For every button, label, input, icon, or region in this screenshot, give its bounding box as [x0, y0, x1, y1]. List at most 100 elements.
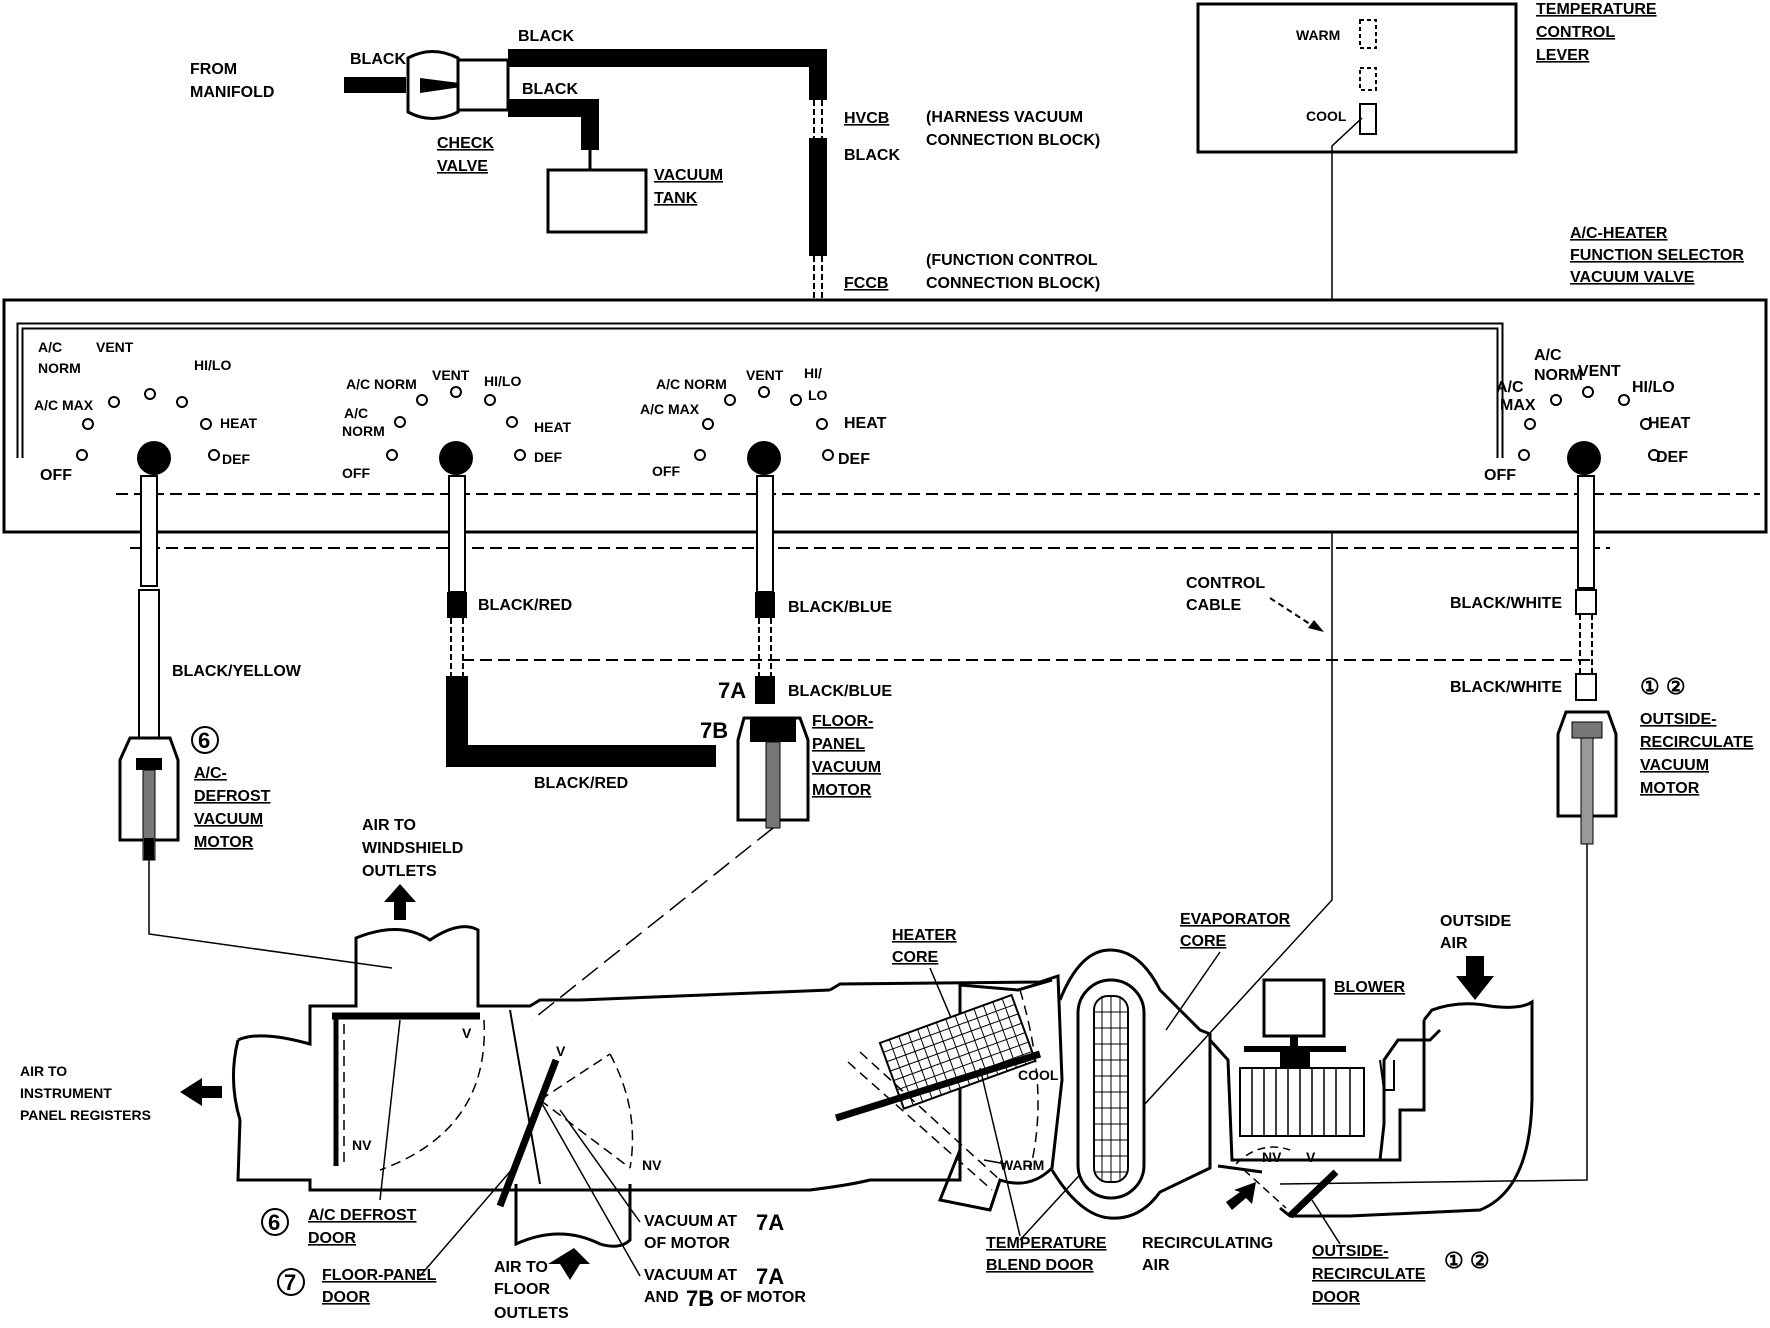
heater-core-label-1: HEATER	[892, 927, 957, 944]
outside-motor-nums: ① ②	[1640, 674, 1686, 699]
dial-4-def: DEF	[1656, 449, 1688, 466]
hvac-case: HEATER CORE COOL WARM TEMPERATURE BLEND …	[829, 911, 1534, 1306]
temp-control-title-1: TEMPERATURE	[1536, 1, 1657, 18]
check-valve-arrow	[420, 78, 475, 93]
outside-recirc-motor: ① ② OUTSIDE- RECIRCULATE VACUUM MOTOR	[1556, 674, 1754, 845]
windshield-label-1: AIR TO	[362, 817, 416, 834]
hvcb-label: HVCB	[844, 110, 889, 127]
black-red-hose	[446, 676, 716, 767]
recirc-air-arrow	[1226, 1182, 1256, 1210]
black-white-label-1: BLACK/WHITE	[1450, 595, 1562, 612]
black-red-label-2: BLACK/RED	[534, 775, 628, 792]
recirc-air-label-2: AIR	[1142, 1257, 1170, 1274]
dial-2-acnorm: A/C NORM	[346, 376, 417, 392]
black-top-hose	[508, 49, 827, 100]
dial-1-ac: A/C	[38, 339, 62, 355]
evaporator-label-1: EVAPORATOR	[1180, 911, 1291, 928]
outside-air-label-1: OUTSIDE	[1440, 913, 1511, 930]
outside-motor-label-4: MOTOR	[1640, 780, 1700, 797]
defrost-door-v: V	[462, 1025, 472, 1041]
dial-4-off: OFF	[1484, 467, 1516, 484]
dial-2-off: OFF	[342, 465, 370, 481]
from-manifold-label-2: MANIFOLD	[190, 84, 274, 101]
dial-1: A/C NORM VENT HI/LO A/C MAX HEAT DEF OFF	[34, 339, 258, 484]
black-hose-label: BLACK	[844, 147, 900, 164]
hvcb-desc-1: (HARNESS VACUUM	[926, 109, 1083, 126]
floor-motor-label-3: VACUUM	[812, 759, 881, 776]
windshield-label-3: OUTLETS	[362, 863, 437, 880]
dial-3-acnorm: A/C NORM	[656, 376, 727, 392]
floor-door-label-2: DOOR	[322, 1289, 370, 1306]
dial-2: A/C NORM VENT HI/LO A/C NORM HEAT DEF OF…	[342, 367, 572, 481]
blend-cool-label: COOL	[1018, 1067, 1059, 1083]
black-top-label: BLACK	[518, 28, 574, 45]
check-valve-label-2: VALVE	[437, 158, 488, 175]
outside-motor-label-1: OUTSIDE-	[1640, 711, 1716, 728]
dial-3: A/C NORM VENT HI/ LO A/C MAX HEAT DEF OF…	[640, 365, 887, 479]
floor-label-2: FLOOR	[494, 1281, 550, 1298]
defrost-motor-label-3: VACUUM	[194, 811, 263, 828]
black-yellow-label: BLACK/YELLOW	[172, 663, 302, 680]
floor-motor-num-a: 7A	[718, 678, 746, 703]
black-hose	[809, 138, 827, 256]
windshield-label-2: WINDSHIELD	[362, 840, 463, 857]
lever-mid-position	[1359, 67, 1377, 91]
floor-door-nv: NV	[642, 1157, 662, 1173]
black-tank-hose	[508, 99, 599, 150]
dial-1-vent: VENT	[96, 339, 134, 355]
vacuum-tank-label-2: TANK	[654, 190, 698, 207]
black-red-label-1: BLACK/RED	[478, 597, 572, 614]
dial-2-ac: A/C	[344, 405, 368, 421]
temp-warm-label: WARM	[1296, 27, 1340, 43]
fccb-desc-1: (FUNCTION CONTROL	[926, 252, 1098, 269]
instrument-label-3: PANEL REGISTERS	[20, 1107, 151, 1123]
selector-title-1: A/C-HEATER	[1570, 225, 1668, 242]
from-manifold-label-1: FROM	[190, 61, 237, 78]
lever-warm-position	[1359, 19, 1377, 49]
outside-recirc-door	[1287, 1169, 1339, 1219]
floor-door-v: V	[556, 1043, 566, 1059]
blower-label: BLOWER	[1334, 979, 1406, 996]
black-in-label: BLACK	[350, 51, 406, 68]
floor-arrow	[548, 1248, 590, 1280]
dial-1-norm: NORM	[38, 360, 81, 376]
defrost-door-num: 6	[268, 1210, 280, 1235]
black-mid-label: BLACK	[522, 81, 578, 98]
defrost-door-nv: NV	[352, 1137, 372, 1153]
outside-motor-label-3: VACUUM	[1640, 757, 1709, 774]
temp-control-panel: WARM COOL TEMPERATURE CONTROL LEVER	[1019, 1, 1657, 1241]
fccb-desc-2: CONNECTION BLOCK)	[926, 275, 1100, 292]
selector-title-3: VACUUM VALVE	[1570, 269, 1695, 286]
vac-7a7b-label-1: VACUUM AT	[644, 1267, 737, 1284]
heater-core	[878, 993, 1037, 1110]
dial-4-heat: HEAT	[1648, 415, 1691, 432]
floor-motor-label-2: PANEL	[812, 736, 865, 753]
selector-valve: A/C-HEATER FUNCTION SELECTOR VACUUM VALV…	[2, 225, 1768, 534]
dial-3-def: DEF	[838, 451, 870, 468]
outside-door-v: V	[1306, 1149, 1316, 1165]
blend-door-label-1: TEMPERATURE	[986, 1235, 1107, 1252]
vacuum-tank	[546, 168, 648, 234]
defrost-door-label-2: DOOR	[308, 1230, 356, 1247]
outside-air-arrow	[1456, 956, 1494, 1000]
floor-motor-label-1: FLOOR-	[812, 713, 873, 730]
vacuum-supply: FROM MANIFOLD BLACK CHECK VALVE BLACK BL…	[190, 28, 1100, 300]
floor-door-num: 7	[284, 1270, 296, 1295]
vac-7a7b-label-2: AND	[644, 1289, 679, 1306]
dial-1-off: OFF	[40, 467, 72, 484]
heater-core-label-2: CORE	[892, 949, 939, 966]
outside-door-label-2: RECIRCULATE	[1312, 1266, 1426, 1283]
control-cable-label-1: CONTROL	[1186, 575, 1265, 592]
instrument-label-1: AIR TO	[20, 1063, 67, 1079]
outside-motor-label-2: RECIRCULATE	[1640, 734, 1754, 751]
dial-1-heat: HEAT	[220, 415, 258, 431]
floor-motor-label-4: MOTOR	[812, 782, 872, 799]
temp-cool-label: COOL	[1306, 108, 1347, 124]
outside-door-nv: NV	[1262, 1149, 1282, 1165]
floor-motor-num-b: 7B	[700, 718, 728, 743]
black-yellow-hose	[138, 589, 160, 741]
blower-wheel	[1239, 1067, 1365, 1137]
check-valve-body	[456, 58, 510, 112]
dial-2-norm: NORM	[342, 423, 385, 439]
